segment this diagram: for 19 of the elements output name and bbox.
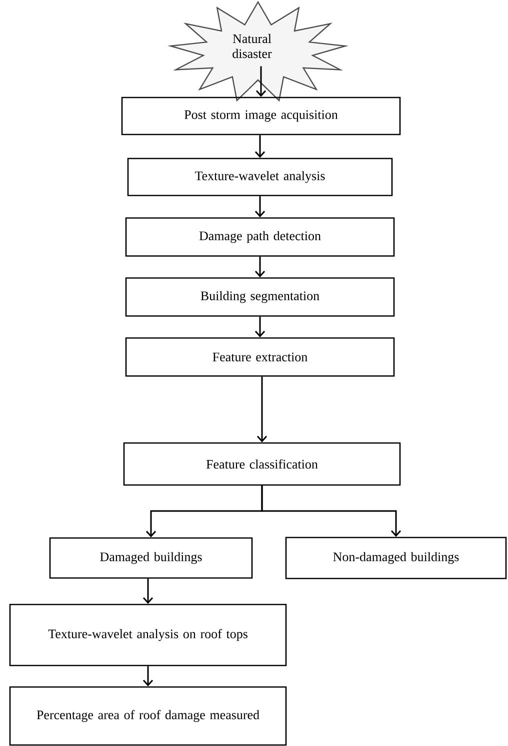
process-box: Non-damaged buildings <box>285 536 507 580</box>
arrow <box>256 376 268 442</box>
arrow <box>142 578 154 604</box>
arrow <box>142 666 154 686</box>
process-box: Texture-wavelet analysis <box>127 158 393 196</box>
process-box: Feature extraction <box>125 337 395 377</box>
process-box: Damaged buildings <box>49 537 253 579</box>
process-box: Texture-wavelet analysis on roof tops <box>9 604 287 666</box>
process-box: Post storm image acquisition <box>121 96 401 136</box>
arrow <box>254 135 266 158</box>
process-box: Building segmentation <box>125 277 395 317</box>
arrow <box>254 196 266 218</box>
process-box: Percentage area of roof damage measured <box>9 686 287 746</box>
process-box: Feature classification <box>123 442 401 486</box>
arrow <box>254 316 266 338</box>
process-box: Damage path detection <box>125 217 395 257</box>
arrow <box>254 256 266 278</box>
arrow <box>256 66 266 97</box>
arrow <box>261 486 402 537</box>
